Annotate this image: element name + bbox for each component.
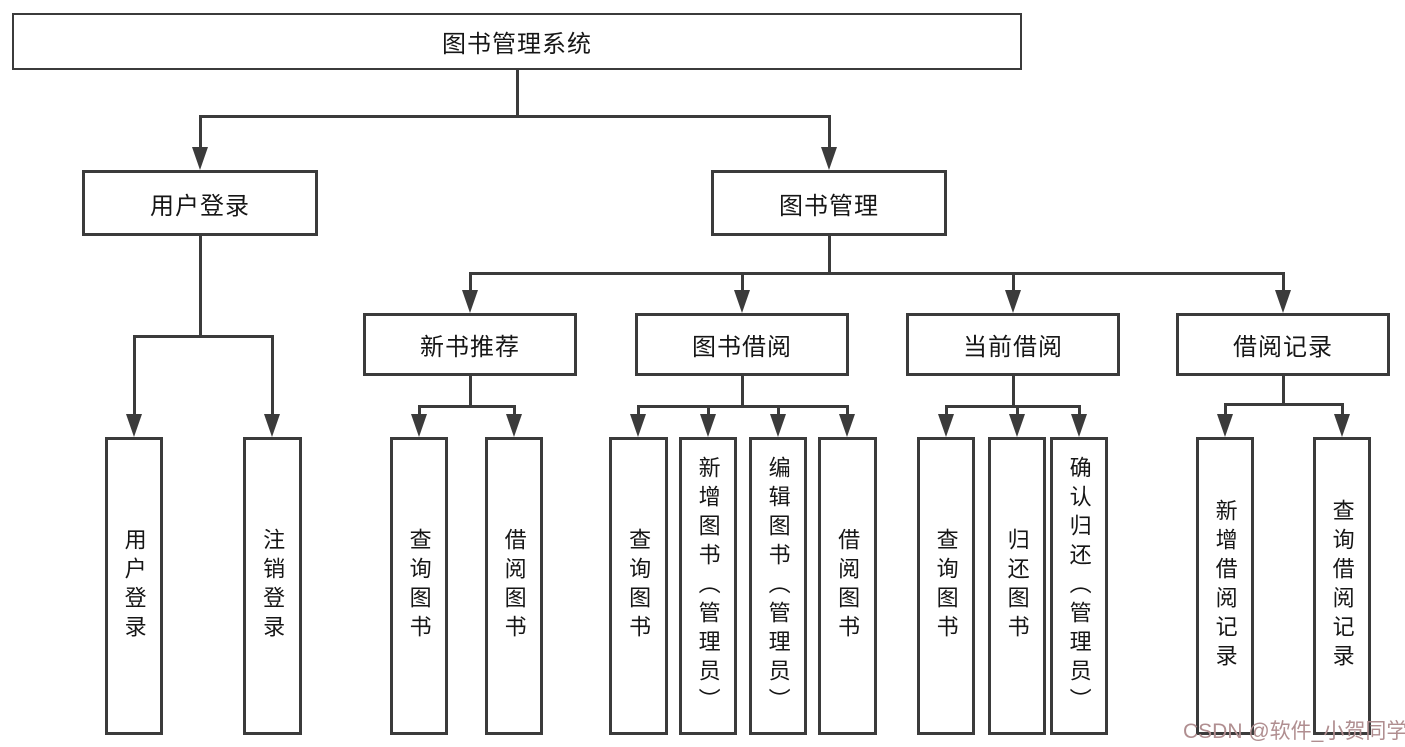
node-borrow-records-label: 借阅记录 [1233, 334, 1333, 361]
connector-drop-level3 [741, 272, 744, 291]
leaf-query-books-label: 查询图书 [626, 528, 652, 644]
leaf-borrow-books-label: 借阅图书 [501, 528, 527, 644]
arrowhead-down-icon [1334, 414, 1350, 437]
node-book-borrow: 图书借阅 [635, 313, 849, 376]
leaf-user-login: 用户登录 [105, 437, 163, 735]
connector-user-branch [133, 335, 273, 338]
node-user-login: 用户登录 [82, 170, 318, 236]
leaf-add-borrow-record-label: 新增借阅记录 [1212, 499, 1238, 673]
arrowhead-down-icon [462, 290, 478, 313]
connector-l3-stem [1012, 374, 1015, 407]
leaf-confirm-return-admin-label: 确认归还（管理员） [1066, 455, 1092, 717]
csdn-watermark: CSDN @软件_小贺同学 [1183, 720, 1405, 743]
leaf-logout: 注销登录 [243, 437, 302, 735]
arrowhead-down-icon [630, 414, 646, 437]
leaf-borrow-books-recommend: 借阅图书 [485, 437, 543, 735]
connector-root-stem [516, 70, 519, 117]
connector-drop-user-login [199, 115, 202, 148]
arrowhead-down-icon [734, 290, 750, 313]
node-book-management: 图书管理 [711, 170, 947, 236]
arrowhead-down-icon [126, 414, 142, 437]
leaf-query-borrow-record: 查询借阅记录 [1313, 437, 1371, 735]
connector-drop-leaf [945, 405, 948, 416]
leaf-return-book-label: 归还图书 [1004, 528, 1030, 644]
node-borrow-records: 借阅记录 [1176, 313, 1390, 376]
connector-l3-stem [469, 374, 472, 407]
arrowhead-down-icon [821, 147, 837, 170]
leaf-query-borrow-record-label: 查询借阅记录 [1329, 499, 1355, 673]
connector-drop-leaf [637, 405, 640, 416]
leaf-query-books-label: 查询图书 [933, 528, 959, 644]
leaf-confirm-return-admin: 确认归还（管理员） [1050, 437, 1108, 735]
leaf-return-book: 归还图书 [988, 437, 1046, 735]
leaf-user-login-label: 用户登录 [121, 528, 147, 644]
arrowhead-down-icon [264, 414, 280, 437]
connector-root-branch [199, 115, 831, 118]
connector-user-stem [199, 236, 202, 337]
connector-branch-current-borrow [945, 405, 1080, 408]
connector-branch-new-book [418, 405, 515, 408]
node-book-management-label: 图书管理 [779, 192, 879, 220]
leaf-query-books-recommend: 查询图书 [390, 437, 448, 735]
node-current-borrow: 当前借阅 [906, 313, 1120, 376]
node-new-book-recommend: 新书推荐 [363, 313, 577, 376]
node-library-system: 图书管理系统 [12, 13, 1022, 70]
arrowhead-down-icon [1005, 290, 1021, 313]
leaf-query-books-current: 查询图书 [917, 437, 975, 735]
connector-drop-leaf [846, 405, 849, 416]
node-current-borrow-label: 当前借阅 [963, 334, 1063, 361]
connector-drop-leaf [1078, 405, 1081, 416]
leaf-add-borrow-record: 新增借阅记录 [1196, 437, 1254, 735]
leaf-borrow-books-label: 借阅图书 [835, 528, 861, 644]
connector-drop-leaf [1341, 403, 1344, 416]
arrowhead-down-icon [1009, 414, 1025, 437]
connector-drop-level3 [1012, 272, 1015, 291]
connector-drop-leaf [133, 335, 136, 415]
connector-branch-book-borrow [637, 405, 848, 408]
leaf-add-book-admin: 新增图书（管理员） [679, 437, 737, 735]
node-library-system-label: 图书管理系统 [442, 31, 592, 58]
leaf-query-books-label: 查询图书 [406, 528, 432, 644]
leaf-query-books-borrow: 查询图书 [609, 437, 668, 735]
leaf-edit-book-admin-label: 编辑图书（管理员） [765, 455, 791, 717]
arrowhead-down-icon [770, 414, 786, 437]
connector-drop-leaf [1224, 403, 1227, 416]
arrowhead-down-icon [938, 414, 954, 437]
arrowhead-down-icon [411, 414, 427, 437]
arrowhead-down-icon [1071, 414, 1087, 437]
connector-drop-book-mgmt [828, 115, 831, 148]
connector-drop-level3 [1282, 272, 1285, 291]
connector-drop-leaf [707, 405, 710, 416]
connector-mgmt-branch [469, 272, 1285, 275]
connector-drop-leaf [271, 335, 274, 415]
connector-drop-level3 [469, 272, 472, 291]
leaf-borrow-books: 借阅图书 [818, 437, 877, 735]
connector-drop-leaf [513, 405, 516, 416]
leaf-logout-label: 注销登录 [260, 528, 286, 644]
arrowhead-down-icon [1217, 414, 1233, 437]
connector-l3-stem [741, 374, 744, 407]
connector-l3-stem [1282, 374, 1285, 405]
arrowhead-down-icon [839, 414, 855, 437]
arrowhead-down-icon [700, 414, 716, 437]
connector-drop-leaf [777, 405, 780, 416]
arrowhead-down-icon [192, 147, 208, 170]
node-book-borrow-label: 图书借阅 [692, 334, 792, 361]
node-new-book-recommend-label: 新书推荐 [420, 334, 520, 361]
node-user-login-label: 用户登录 [150, 192, 250, 220]
arrowhead-down-icon [506, 414, 522, 437]
leaf-add-book-admin-label: 新增图书（管理员） [695, 455, 721, 717]
connector-drop-leaf [418, 405, 421, 416]
connector-branch-borrow-records [1224, 403, 1343, 406]
arrowhead-down-icon [1275, 290, 1291, 313]
connector-mgmt-stem [828, 236, 831, 274]
leaf-edit-book-admin: 编辑图书（管理员） [749, 437, 807, 735]
connector-drop-leaf [1016, 405, 1019, 416]
